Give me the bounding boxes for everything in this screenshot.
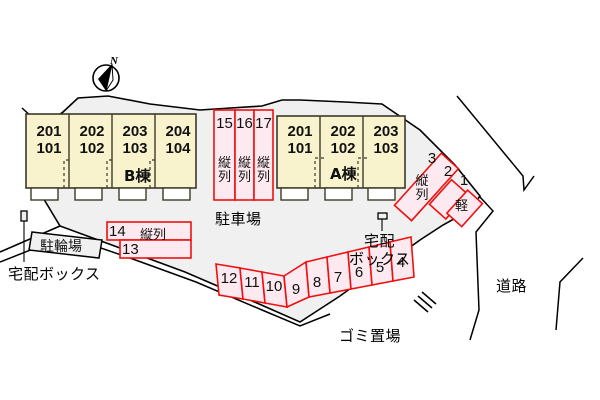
stall-1-group[interactable] [445, 189, 484, 228]
stall-12-number: 12 [220, 270, 238, 287]
delivery-box-label-right-line2: ボックス [349, 250, 411, 268]
building-a-entrances [280, 187, 396, 201]
compass-needle-dark [98, 64, 112, 91]
building-b-name: B棟 [124, 167, 151, 185]
stall-5-number: 5 [375, 259, 385, 276]
stall-1-note: 軽 [455, 199, 469, 214]
building-b [25, 113, 197, 201]
entrance-a1 [280, 187, 309, 201]
stall-16-note: 縦列 [237, 156, 251, 185]
bicycle-parking-area [28, 231, 103, 259]
stall-14-note: 縦列 [140, 228, 167, 243]
unit-a-3-upper: 203 [373, 123, 399, 140]
unit-a-1-upper: 201 [287, 123, 313, 140]
delivery-box-markers [20, 210, 388, 262]
stall-9-number: 9 [291, 281, 301, 298]
stall-group-13-14 [106, 221, 192, 259]
stall-8-number: 8 [312, 274, 322, 291]
road-tick-a [413, 299, 429, 313]
unit-b-1-upper: 201 [36, 123, 62, 140]
delivery-box-icon-left [20, 210, 28, 222]
entrance-a3 [367, 187, 396, 201]
stall-6-number: 6 [354, 264, 364, 281]
stall-17-number: 17 [255, 115, 272, 132]
unit-b-2-upper: 202 [79, 123, 105, 140]
entrance-a2 [324, 187, 353, 201]
garbage-area-label: ゴミ置場 [339, 327, 402, 345]
road-label: 道路 [496, 277, 528, 295]
unit-b-4-lower: 104 [165, 140, 191, 157]
road-edge-east [469, 196, 494, 341]
unit-b-4-upper: 204 [165, 123, 191, 140]
delivery-box-label-right-line1: 宅配 [364, 232, 396, 250]
stall-3-shape[interactable] [393, 152, 460, 222]
road-tick-b [417, 295, 433, 309]
stall-14-number: 14 [109, 223, 126, 240]
entrance-b4 [162, 187, 191, 201]
stall-4-shape[interactable] [389, 236, 415, 282]
unit-b-3-upper: 203 [122, 123, 148, 140]
delivery-box-label-left: 宅配ボックス [8, 265, 101, 283]
bicycle-parking-label: 駐輪場 [40, 239, 82, 255]
road-edge-north [456, 95, 535, 193]
stall-17-shape[interactable] [253, 109, 274, 201]
unit-b-1-lower: 101 [36, 140, 62, 157]
entrance-b3 [118, 187, 147, 201]
building-b-footprint [25, 113, 197, 189]
stall-13-shape[interactable] [119, 239, 192, 259]
stall-2-number: 2 [443, 163, 453, 180]
delivery-box-icon-right [377, 212, 388, 220]
building-a-footprint [276, 115, 406, 189]
bicycle-parking-shape[interactable] [28, 231, 103, 259]
stall-15-note: 縦列 [217, 156, 231, 185]
building-a-stair-hints [314, 157, 367, 188]
stall-group-4-12 [215, 236, 415, 309]
compass-needle-light [105, 63, 114, 92]
building-b-entrances [30, 187, 191, 201]
stall-group-15-17 [213, 109, 274, 201]
building-a-name: A棟 [330, 165, 357, 183]
entrance-b1 [30, 187, 59, 201]
stall-10-number: 10 [265, 278, 283, 295]
unit-a-3-lower: 103 [373, 140, 399, 157]
stall-15-number: 15 [216, 115, 233, 132]
stall-16-number: 16 [236, 115, 253, 132]
stall-1-shape[interactable] [445, 189, 484, 228]
stall-13-number: 13 [122, 241, 139, 258]
stall-3-note: 縦列 [415, 174, 429, 203]
unit-a-2-lower: 102 [330, 140, 356, 157]
entrance-b2 [74, 187, 103, 201]
stall-4-number: 4 [396, 254, 406, 271]
unit-a-1-lower: 101 [287, 140, 313, 157]
compass-label-north: N [110, 55, 118, 67]
stall-3-number: 3 [427, 150, 437, 167]
stall-1-number: 1 [459, 172, 469, 189]
site-edge-southwest [0, 225, 61, 253]
stair-hint-a1 [314, 157, 324, 188]
stall-group-1-3 [393, 152, 484, 228]
stall-3-group[interactable] [393, 152, 460, 222]
unit-b-3-lower: 103 [122, 140, 148, 157]
stair-hint-a2 [357, 157, 367, 188]
road-tick-c [421, 291, 437, 305]
unit-a-2-upper: 202 [330, 123, 356, 140]
stall-11-number: 11 [244, 274, 260, 291]
unit-b-2-lower: 102 [79, 140, 105, 157]
building-a [276, 115, 406, 201]
road-edge-far-east [555, 257, 584, 331]
stall-17-note: 縦列 [256, 156, 270, 185]
compass-rose-icon [92, 63, 120, 92]
stall-7-number: 7 [333, 269, 343, 286]
parking-area-label: 駐車場 [215, 210, 262, 228]
